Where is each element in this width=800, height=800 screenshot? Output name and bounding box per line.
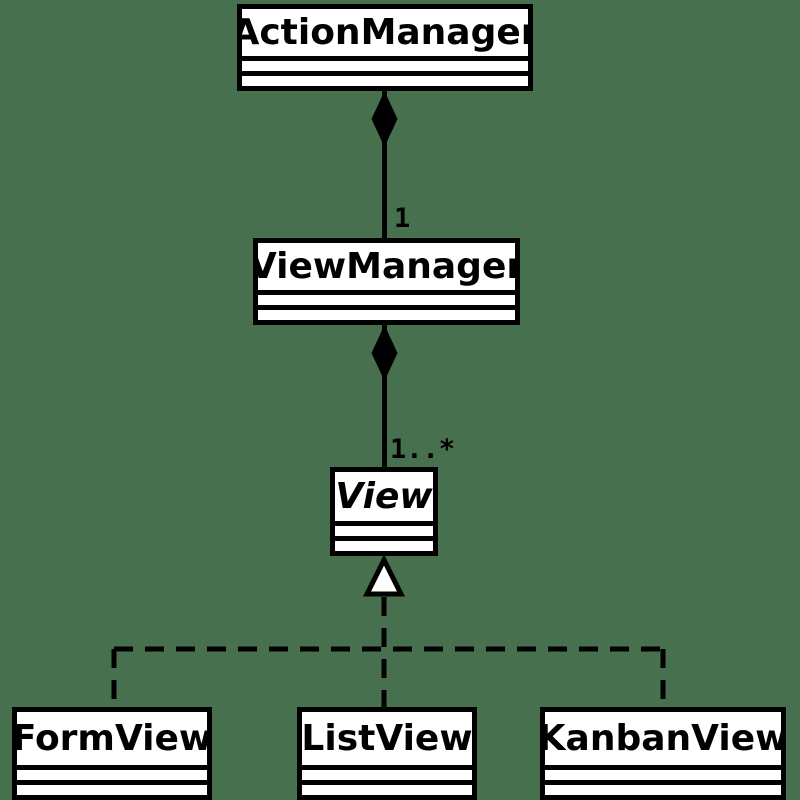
class-actionmanager: ActionManager (237, 4, 533, 91)
class-title-viewmanager: ViewManager (258, 246, 515, 287)
class-title-kanbanview: KanbanView (545, 718, 781, 759)
class-formview: FormView (12, 707, 212, 800)
attributes-compartment (258, 290, 515, 305)
attributes-compartment (545, 765, 781, 780)
multiplicity-label-viewmanager: 1 (394, 203, 410, 234)
multiplicity-label-view: 1..* (390, 434, 455, 465)
attributes-compartment (335, 521, 433, 536)
class-viewmanager: ViewManager (253, 238, 520, 325)
methods-compartment (17, 780, 207, 795)
class-title-view: View (335, 476, 433, 517)
methods-compartment (242, 71, 528, 86)
attributes-compartment (242, 56, 528, 71)
methods-compartment (302, 780, 472, 795)
methods-compartment (258, 305, 515, 320)
class-kanbanview: KanbanView (540, 707, 786, 800)
realization-triangle-icon (362, 554, 406, 597)
methods-compartment (335, 536, 433, 551)
methods-compartment (545, 780, 781, 795)
class-listview: ListView (297, 707, 477, 800)
attributes-compartment (17, 765, 207, 780)
class-title-actionmanager: ActionManager (242, 12, 528, 53)
class-title-listview: ListView (302, 718, 472, 759)
class-view: View (330, 467, 438, 556)
class-title-formview: FormView (17, 718, 207, 759)
composition-diamond-icon (371, 325, 398, 381)
attributes-compartment (302, 765, 472, 780)
composition-diamond-icon (371, 91, 398, 147)
